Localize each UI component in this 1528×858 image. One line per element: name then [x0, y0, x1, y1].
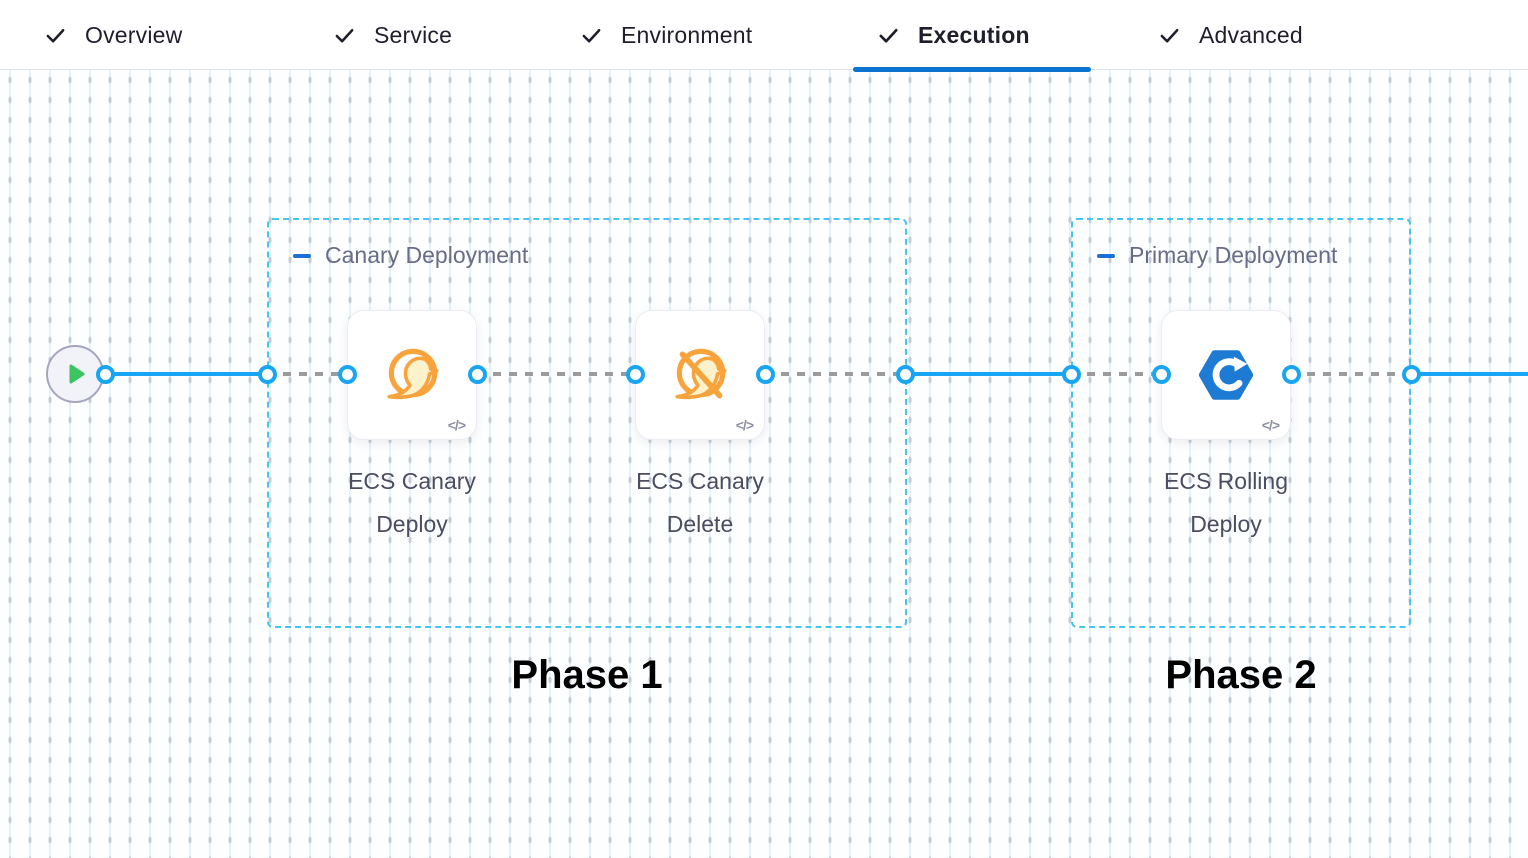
stage-config-tabbar: Overview Service Environment Execution A…: [0, 0, 1528, 72]
phase-2-label: Phase 2: [1165, 653, 1317, 697]
connector-port[interactable]: [1282, 365, 1301, 384]
connector-port[interactable]: [896, 365, 915, 384]
ecs-rolling-deploy-icon: [1198, 350, 1254, 400]
connector-line-dashed: [1071, 372, 1161, 376]
check-icon: [582, 28, 601, 42]
connector-port[interactable]: [468, 365, 487, 384]
connector-line-dashed: [765, 372, 905, 376]
tab-advanced[interactable]: Advanced: [1158, 0, 1303, 70]
tab-environment[interactable]: Environment: [580, 0, 752, 70]
connector-port[interactable]: [756, 365, 775, 384]
check-icon: [879, 28, 898, 43]
connector-port[interactable]: [1152, 365, 1171, 384]
tab-label: Overview: [85, 21, 183, 48]
connector-line-solid: [1411, 372, 1528, 376]
check-icon: [335, 28, 354, 42]
minus-icon: [293, 253, 311, 258]
check-icon: [46, 28, 65, 42]
stage-title: Primary Deployment: [1129, 242, 1338, 268]
connector-port[interactable]: [1402, 365, 1421, 384]
minus-icon: [1097, 253, 1115, 258]
canary-delete-icon: [675, 348, 727, 400]
phase-1-label: Phase 1: [511, 653, 663, 697]
connector-port[interactable]: [626, 365, 645, 384]
code-icon: </>: [1261, 417, 1280, 433]
connector-port[interactable]: [1062, 365, 1081, 384]
stage-canary-deployment[interactable]: Canary Deployment: [267, 218, 907, 628]
connector-port[interactable]: [338, 365, 357, 384]
code-icon: </>: [447, 417, 466, 433]
connector-port[interactable]: [258, 365, 277, 384]
tab-service[interactable]: Service: [333, 0, 452, 70]
tab-label: Execution: [918, 21, 1030, 48]
stage-header-primary[interactable]: Primary Deployment: [1097, 242, 1337, 269]
step-label-ecs-canary-deploy: ECS Canary Deploy: [348, 468, 476, 537]
check-icon: [1160, 28, 1179, 42]
pipeline-canvas[interactable]: Canary Deployment Primary Deployment </>: [0, 70, 1528, 858]
tab-label: Environment: [621, 21, 753, 48]
tab-label: Advanced: [1199, 21, 1303, 48]
play-icon: [69, 364, 85, 384]
stage-title: Canary Deployment: [325, 242, 529, 268]
active-tab-underline: [853, 67, 1091, 72]
stage-primary-deployment[interactable]: Primary Deployment: [1071, 218, 1411, 628]
connector-line-dashed: [267, 372, 347, 376]
step-label-ecs-rolling-deploy: ECS Rolling Deploy: [1164, 468, 1288, 537]
tab-overview[interactable]: Overview: [44, 0, 182, 70]
step-card-ecs-canary-deploy[interactable]: </>: [347, 310, 477, 440]
tab-label: Service: [374, 21, 453, 48]
connector-port[interactable]: [96, 365, 115, 384]
tab-execution[interactable]: Execution: [877, 0, 1030, 70]
step-card-ecs-rolling-deploy[interactable]: </>: [1161, 310, 1291, 440]
stage-header-canary[interactable]: Canary Deployment: [293, 242, 528, 269]
connector-line-dashed: [1291, 372, 1411, 376]
canary-deploy-icon: [387, 348, 439, 400]
step-label-ecs-canary-delete: ECS Canary Delete: [636, 468, 764, 537]
code-icon: </>: [735, 417, 754, 433]
step-card-ecs-canary-delete[interactable]: </>: [635, 310, 765, 440]
connector-line-dashed: [477, 372, 635, 376]
connector-line-solid: [105, 372, 267, 376]
connector-line-solid: [905, 372, 1071, 376]
